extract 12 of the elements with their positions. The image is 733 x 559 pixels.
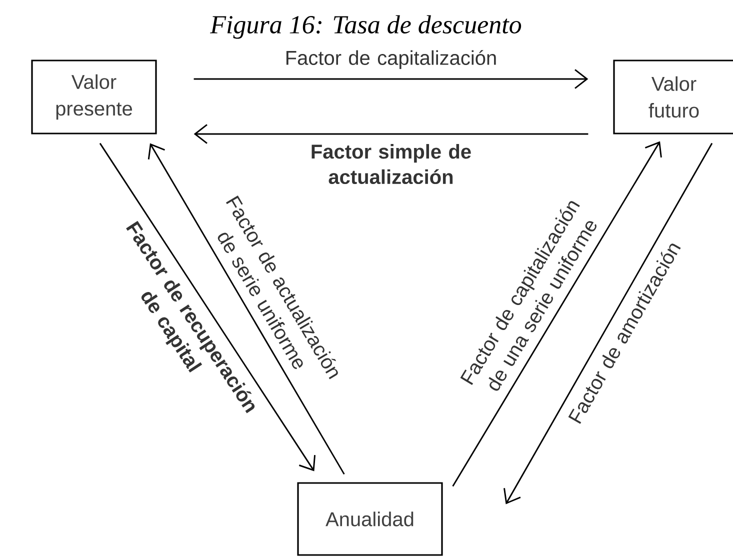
edge-label: Factor de capitalización (286, 50, 496, 69)
value-box: Anualidad (297, 482, 443, 556)
value-box: Valor futuro (613, 60, 733, 134)
arrow (99, 142, 316, 472)
figure-title: Figura 16: Tasa de descuento (210, 15, 522, 39)
arrow (452, 141, 662, 487)
arrow (504, 142, 713, 504)
value-box: Valor presente (31, 60, 157, 134)
arrow (194, 124, 588, 144)
arrow (148, 143, 345, 475)
edge-label: Factor simple de actualización (312, 144, 471, 184)
arrow (194, 69, 588, 89)
